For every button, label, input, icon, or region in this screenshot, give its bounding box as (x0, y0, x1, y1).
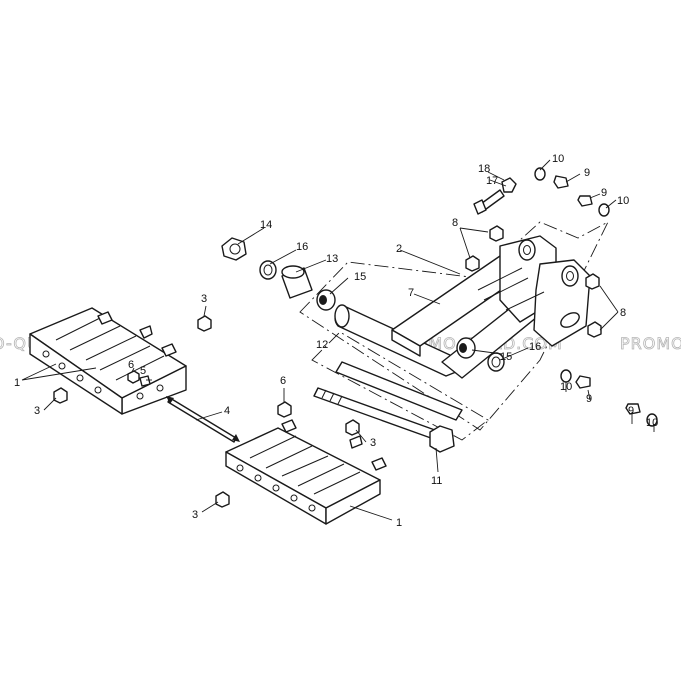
washer-16-left (259, 260, 277, 280)
callout-9-top-1: 9 (584, 167, 590, 179)
axle-tube-12 (335, 361, 463, 421)
leader-lines (21, 159, 655, 521)
callout-10-top-2: 10 (617, 195, 629, 207)
bolt-17 (473, 189, 505, 215)
callout-14: 14 (260, 219, 272, 231)
callout-11: 11 (431, 475, 442, 487)
callout-3-lower-bottom: 3 (192, 509, 198, 521)
callout-18: 18 (478, 163, 490, 175)
bolt-5-upper (139, 375, 151, 387)
mount-plate-upper (29, 307, 187, 415)
bolt-9-top-1 (553, 175, 569, 189)
swingarm (334, 235, 591, 379)
nut-3-upper-bottom (53, 387, 68, 404)
callout-6-upper: 6 (128, 359, 134, 371)
nut-3-lower-right (345, 419, 360, 436)
bolt-9-bottom-2 (625, 403, 641, 415)
nut-8-right-1 (585, 273, 600, 290)
nut-3-upper-top (197, 315, 212, 332)
callout-4: 4 (224, 405, 230, 417)
callout-12: 12 (316, 339, 328, 351)
nut-6-upper (127, 370, 140, 384)
nut-3-lower-bottom (215, 491, 230, 508)
callout-3-upper-bottom: 3 (34, 405, 40, 417)
bushing-15-right (456, 337, 476, 359)
callout-3-lower-right: 3 (370, 437, 376, 449)
callout-16-left: 16 (296, 241, 308, 253)
nut-6-lower (277, 401, 292, 418)
washer-10-bottom-2 (646, 413, 658, 427)
nut-8-right-2 (587, 321, 602, 338)
callout-9-bottom-1: 9 (586, 393, 592, 405)
axle-bolt (313, 387, 455, 453)
callout-16-right: 16 (529, 341, 541, 353)
callout-9-top-2: 9 (601, 187, 607, 199)
rod-4 (166, 396, 240, 443)
callout-2: 2 (396, 243, 402, 255)
callout-8-right: 8 (620, 307, 626, 319)
callout-15-right: 15 (500, 351, 512, 363)
callout-3-upper-top: 3 (201, 293, 207, 305)
callout-15-left: 15 (354, 271, 366, 283)
nut-8-top-2 (465, 255, 480, 272)
bolt-9-bottom-1 (575, 375, 591, 389)
washer-10-top-1 (534, 167, 546, 181)
cap-nut-14 (221, 237, 247, 261)
washer-10-top-2 (598, 203, 610, 217)
callout-10-bottom-2: 10 (646, 417, 658, 429)
callout-5: 5 (140, 365, 146, 377)
callout-6-lower: 6 (280, 375, 286, 387)
callout-17: 17 (486, 175, 498, 187)
mount-plate-lower (225, 419, 387, 525)
callout-10-bottom-1: 10 (560, 381, 572, 393)
callout-8-top: 8 (452, 217, 458, 229)
bolt-9-top-2 (577, 195, 593, 207)
callout-7: 7 (408, 287, 414, 299)
watermark-right: PROMO (620, 334, 681, 353)
callout-10-top-1: 10 (552, 153, 564, 165)
nut-18 (501, 177, 517, 193)
callout-labels: 1 1 2 3 3 3 3 4 5 6 6 7 8 8 9 9 9 9 10 1… (14, 153, 658, 529)
callout-9-bottom-2: 9 (628, 405, 634, 417)
bushing-15-left (316, 289, 336, 311)
callout-13: 13 (326, 253, 338, 265)
callout-1-upper: 1 (14, 377, 20, 389)
pivot-tube (281, 265, 313, 299)
nut-8-top-1 (489, 225, 504, 242)
swingarm-group-outline (299, 220, 610, 431)
axle-group-outline (311, 331, 489, 441)
callout-1-lower: 1 (396, 517, 402, 529)
